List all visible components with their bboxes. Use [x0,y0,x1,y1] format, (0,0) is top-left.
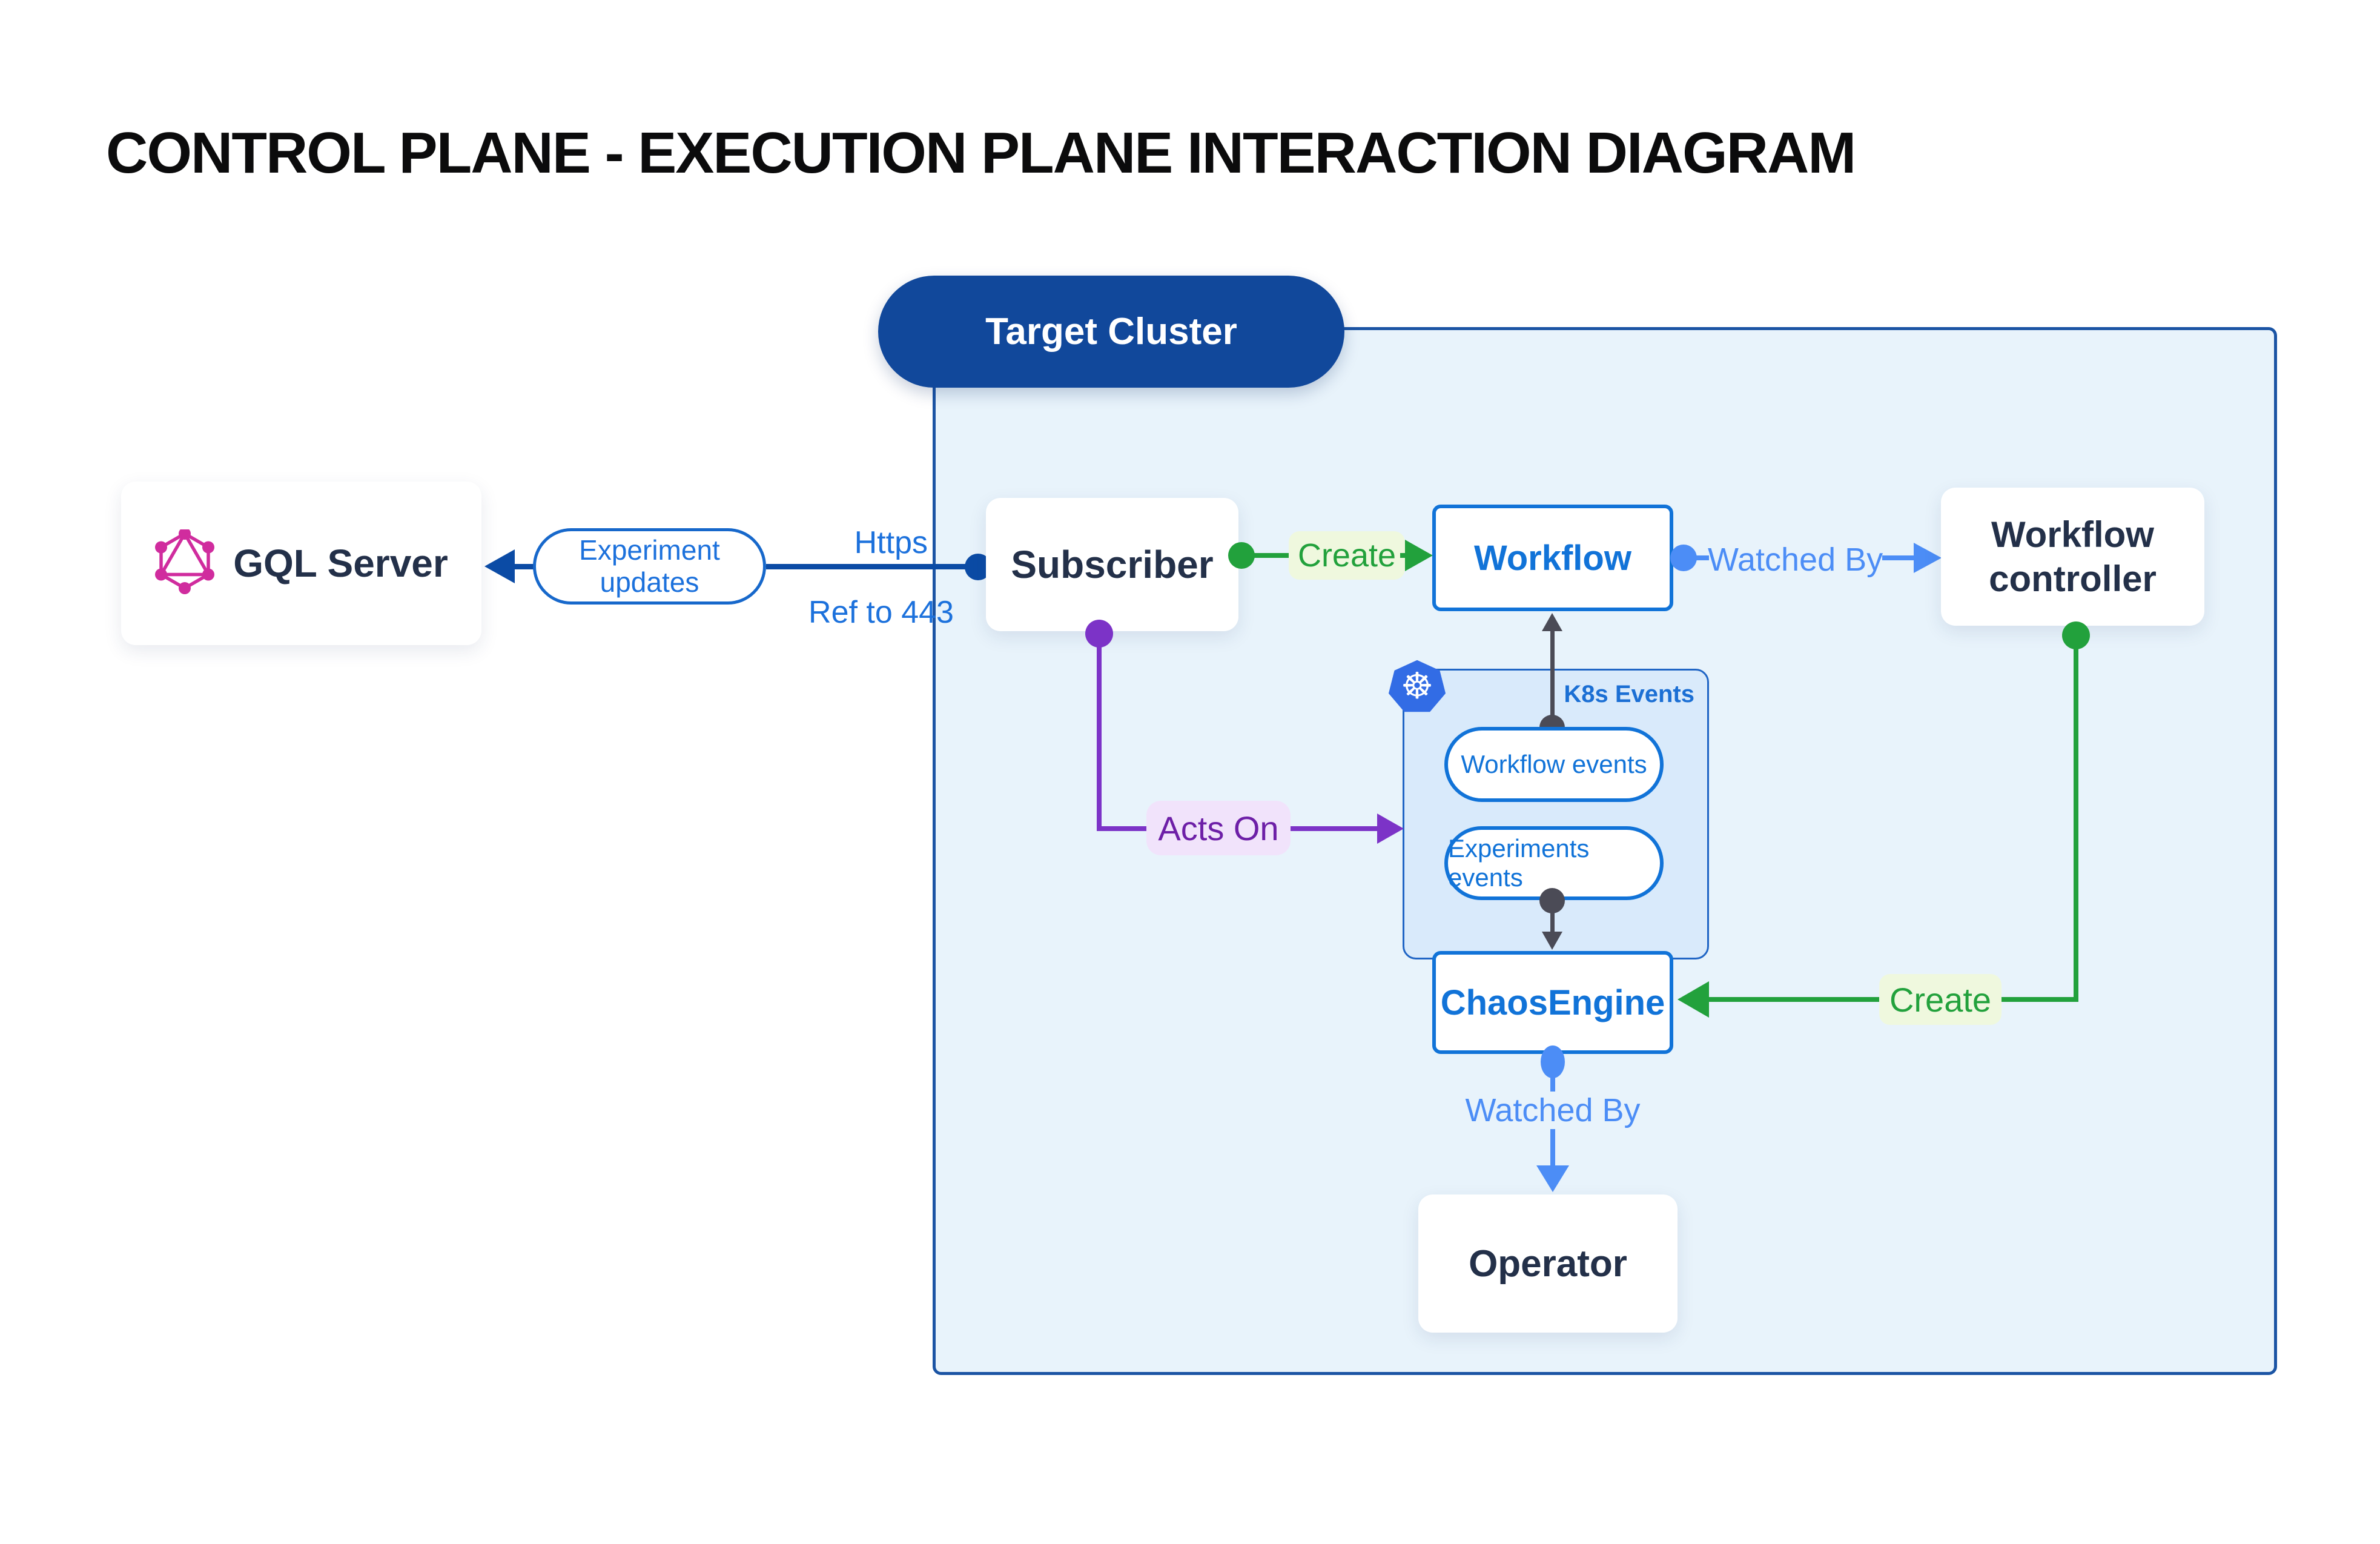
events-dot-lower [1539,888,1565,913]
arrowhead-to-k8s-events [1377,813,1404,844]
experiment-updates-pill: Experiment updates [533,528,766,605]
graphql-icon [154,529,215,597]
create-workflow-line-a [1241,553,1295,558]
watched-by-controller-label: Watched By [1708,542,1883,578]
watched-by-controller-start-dot [1670,545,1697,571]
workflow-controller-card: Workflow controller [1941,488,2204,626]
arrowhead-to-chaosengine [1678,981,1709,1018]
experiments-events-label: Experiments events [1448,834,1590,892]
create-workflow-label: Create [1297,537,1397,574]
create-chaosengine-vline [2074,635,2078,1002]
k8s-events-box [1403,669,1709,959]
watched-by-operator-line-b [1550,1129,1555,1167]
watched-by-operator-start-dot [1541,1045,1565,1078]
create-workflow-label-bg: Create [1289,531,1405,580]
arrowhead-to-operator [1536,1165,1569,1192]
subscriber-card: Subscriber [986,498,1238,631]
https-label: Https [854,525,928,560]
target-cluster-pill: Target Cluster [878,276,1344,388]
workflow-label: Workflow [1474,538,1631,578]
arrowhead-to-gql-server [484,549,515,583]
workflow-controller-label: Workflow controller [1989,514,2157,599]
watched-by-operator-label: Watched By [1465,1092,1641,1128]
experiment-updates-line-left [512,564,535,569]
workflow-events-pill: Workflow events [1444,727,1664,802]
arrowhead-to-workflow [1405,540,1433,571]
workflow-box: Workflow [1432,505,1673,611]
watched-by-operator-line-a [1550,1076,1555,1092]
arrowhead-events-to-chaosengine [1542,932,1562,950]
https-line [766,564,978,569]
events-line-lower [1550,911,1555,938]
kubernetes-wheel-glyph: ☸ [1401,665,1433,707]
acts-on-label-bg: Acts On [1146,801,1291,855]
chaosengine-label: ChaosEngine [1440,982,1665,1022]
operator-label: Operator [1469,1242,1627,1285]
k8s-events-title: K8s Events [1564,681,1694,707]
experiments-events-pill: Experiments events [1444,826,1664,900]
experiment-updates-label: Experiment updates [579,534,720,598]
subscriber-label: Subscriber [1011,543,1214,586]
gql-server-card: GQL Server [121,482,481,645]
create-chaosengine-label: Create [1889,980,1992,1019]
operator-card: Operator [1418,1194,1678,1333]
gql-server-label: GQL Server [233,542,448,585]
acts-on-label: Acts On [1158,809,1279,847]
target-cluster-label: Target Cluster [985,311,1237,353]
acts-on-vline [1097,634,1102,831]
workflow-events-label: Workflow events [1461,750,1647,778]
arrowhead-to-workflow-controller [1914,543,1942,573]
chaosengine-box: ChaosEngine [1432,951,1673,1054]
create-chaosengine-label-bg: Create [1879,974,2002,1025]
events-line-upper [1550,624,1555,718]
watched-by-controller-line-b [1882,555,1916,560]
ref-443-label: Ref to 443 [808,595,954,630]
page-title: CONTROL PLANE - EXECUTION PLANE INTERACT… [106,121,1856,185]
watched-by-controller-line-a [1693,555,1709,560]
